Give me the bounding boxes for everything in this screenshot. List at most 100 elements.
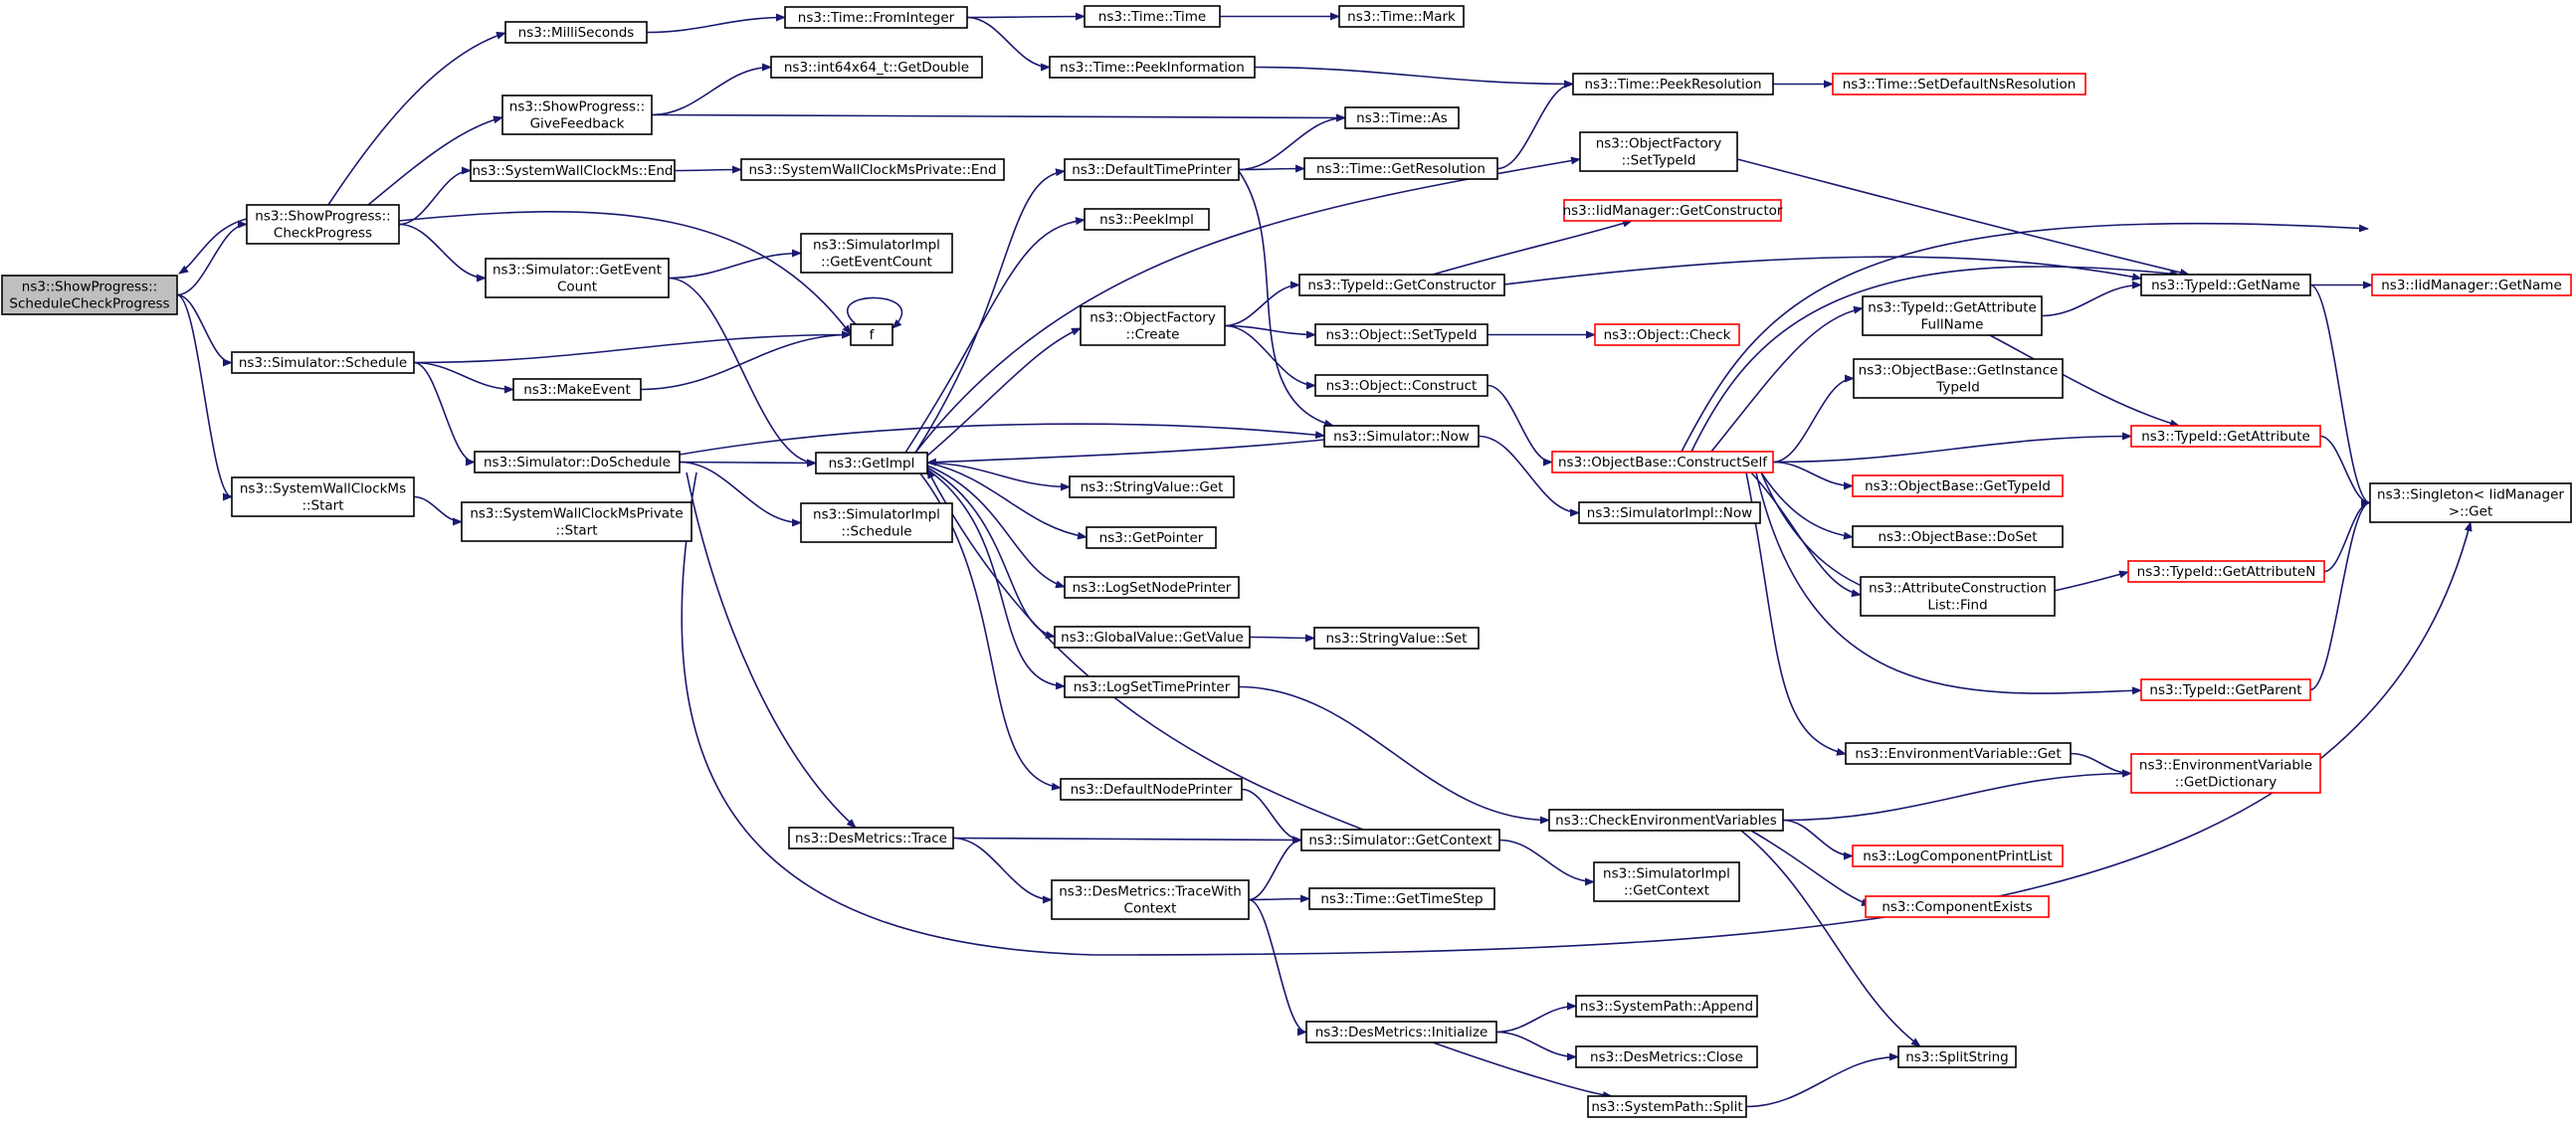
node-time_getresolution[interactable]: ns3::Time::GetResolution (1303, 157, 1498, 180)
node-typeid_getattributen[interactable]: ns3::TypeId::GetAttributeN (2127, 560, 2325, 583)
edge-constructself-to-singleton_get (1681, 222, 2369, 453)
node-typeid_getattribute[interactable]: ns3::TypeId::GetAttribute (2130, 425, 2321, 448)
node-object_settypeid[interactable]: ns3::Object::SetTypeId (1314, 323, 1488, 346)
node-gettimestep[interactable]: ns3::Time::GetTimeStep (1308, 887, 1495, 910)
node-systempath_split[interactable]: ns3::SystemPath::Split (1587, 1095, 1747, 1118)
node-getdouble[interactable]: ns3::int64x64_t::GetDouble (770, 56, 983, 79)
node-object_construct[interactable]: ns3::Object::Construct (1314, 374, 1488, 397)
node-defaultnodeprinter[interactable]: ns3::DefaultNodePrinter (1060, 778, 1243, 801)
node-stringvalue_get[interactable]: ns3::StringValue::Get (1069, 475, 1235, 498)
node-peekresolution[interactable]: ns3::Time::PeekResolution (1572, 73, 1774, 95)
node-box (1852, 525, 2064, 548)
node-typeid_getparent[interactable]: ns3::TypeId::GetParent (2140, 678, 2311, 701)
node-desmetrics_initialize[interactable]: ns3::DesMetrics::Initialize (1305, 1021, 1497, 1043)
node-globalvalue_getvalue[interactable]: ns3::GlobalValue::GetValue (1054, 626, 1251, 649)
edge-typeid_getconstructor-to-iidmanager_getconstructor (1432, 219, 1633, 276)
edge-desmetrics_initialize-to-systempath_split (1432, 1041, 1613, 1100)
node-doschedule[interactable]: ns3::Simulator::DoSchedule (474, 451, 681, 473)
node-envvar_getdictionary[interactable]: ns3::EnvironmentVariable::GetDictionary (2130, 753, 2321, 794)
node-getimpl[interactable]: ns3::GetImpl (815, 452, 928, 474)
edge-simulator_now-to-getimpl (926, 439, 1325, 467)
node-simimpl_getcontext[interactable]: ns3::SimulatorImpl::GetContext (1593, 861, 1740, 902)
node-checkenvvars[interactable]: ns3::CheckEnvironmentVariables (1548, 809, 1784, 832)
edge-getimpl-to-stringvalue_get (926, 462, 1071, 491)
edge-givefeedback-to-getdouble (651, 63, 772, 116)
node-box (485, 258, 670, 298)
node-componentexists[interactable]: ns3::ComponentExists (1865, 895, 2050, 918)
node-iidmanager_getconstructor[interactable]: ns3::IidManager::GetConstructor (1563, 199, 1783, 222)
node-swcmp_end[interactable]: ns3::SystemWallClockMsPrivate::End (740, 158, 1005, 181)
node-time_time[interactable]: ns3::Time::Time (1084, 5, 1221, 28)
edge-objectfactory_settypeid-to-typeid_getname (1736, 158, 2190, 277)
node-peekinformation[interactable]: ns3::Time::PeekInformation (1049, 56, 1256, 79)
node-box (1579, 131, 1738, 172)
node-box (1084, 208, 1210, 231)
node-swcmp_start[interactable]: ns3::SystemWallClockMsPrivate::Start (461, 501, 693, 542)
node-label: ns3::Simulator::Schedule (239, 355, 407, 371)
node-swcm_start[interactable]: ns3::SystemWallClockMs::Start (231, 476, 415, 517)
node-logsettimeprinter[interactable]: ns3::LogSetTimePrinter (1064, 675, 1240, 698)
node-box (1575, 995, 1758, 1018)
node-givefeedback[interactable]: ns3::ShowProgress::GiveFeedback (501, 94, 653, 135)
node-f[interactable]: f (850, 323, 893, 346)
node-typeid_getname[interactable]: ns3::TypeId::GetName (2140, 274, 2311, 296)
node-envvar_get[interactable]: ns3::EnvironmentVariable::Get (1845, 742, 2072, 765)
node-label: ns3::MakeEvent (523, 382, 631, 398)
node-objectfactory_create[interactable]: ns3::ObjectFactory::Create (1080, 305, 1226, 346)
node-label: ns3::Simulator::GetContext (1308, 833, 1491, 848)
node-box (1086, 526, 1217, 549)
node-desmetrics_close[interactable]: ns3::DesMetrics::Close (1575, 1045, 1758, 1068)
node-splitstring[interactable]: ns3::SplitString (1897, 1045, 2017, 1068)
node-desmetrics_trace[interactable]: ns3::DesMetrics::Trace (788, 827, 954, 849)
node-systempath_append[interactable]: ns3::SystemPath::Append (1575, 995, 1758, 1018)
node-typeid_getconstructor[interactable]: ns3::TypeId::GetConstructor (1298, 274, 1505, 296)
node-sim_schedule[interactable]: ns3::Simulator::Schedule (231, 351, 415, 374)
node-simulator_now[interactable]: ns3::Simulator::Now (1323, 425, 1480, 448)
node-logsetnodeprinter[interactable]: ns3::LogSetNodePrinter (1064, 576, 1240, 599)
node-stringvalue_set[interactable]: ns3::StringValue::Set (1313, 627, 1480, 650)
node-constructself[interactable]: ns3::ObjectBase::ConstructSelf (1551, 451, 1774, 473)
node-objectfactory_settypeid[interactable]: ns3::ObjectFactory::SetTypeId (1579, 131, 1738, 172)
node-label: ns3::int64x64_t::GetDouble (784, 60, 969, 76)
node-makeevent[interactable]: ns3::MakeEvent (512, 378, 642, 401)
node-label: ns3::Time::Mark (1347, 9, 1456, 25)
node-box (2371, 274, 2572, 296)
edge-sim_schedule-to-doschedule (413, 361, 476, 467)
edge-constructself-to-envvar_get (1745, 471, 1847, 756)
edge-defaulttimeprinter-to-time_getresolution (1238, 164, 1305, 173)
node-getpointer[interactable]: ns3::GetPointer (1086, 526, 1217, 549)
node-frominteger[interactable]: ns3::Time::FromInteger (784, 6, 968, 29)
node-geteventcount[interactable]: ns3::Simulator::GetEventCount (485, 258, 670, 298)
node-box (2369, 482, 2572, 523)
node-getcontext[interactable]: ns3::Simulator::GetContext (1300, 829, 1500, 851)
node-peekimpl[interactable]: ns3::PeekImpl (1084, 208, 1210, 231)
node-singleton_get[interactable]: ns3::Singleton< IidManager >::Get (2369, 482, 2572, 523)
node-object_check[interactable]: ns3::Object::Check (1594, 323, 1740, 346)
node-simimpl_geteventcount[interactable]: ns3::SimulatorImpl::GetEventCount (800, 233, 953, 274)
node-label: ns3::SimulatorImpl (813, 507, 940, 523)
node-objectbase_doset[interactable]: ns3::ObjectBase::DoSet (1852, 525, 2064, 548)
node-time_mark[interactable]: ns3::Time::Mark (1338, 5, 1465, 28)
node-box (1323, 425, 1480, 448)
node-logcomponentprintlist[interactable]: ns3::LogComponentPrintList (1852, 845, 2064, 867)
edge-checkenvvars-to-logcomponentprintlist (1782, 819, 1854, 860)
node-label: ns3::GetImpl (829, 456, 915, 471)
node-label: ns3::DesMetrics::TraceWith (1059, 884, 1242, 900)
node-iidmanager_getname[interactable]: ns3::IidManager::GetName (2371, 274, 2572, 296)
node-time_as[interactable]: ns3::Time::As (1344, 106, 1460, 129)
node-defaulttimeprinter[interactable]: ns3::DefaultTimePrinter (1064, 158, 1240, 181)
node-milliseconds[interactable]: ns3::MilliSeconds (504, 21, 648, 44)
node-checkprogress[interactable]: ns3::ShowProgress::CheckProgress (246, 204, 400, 245)
node-swcm_end[interactable]: ns3::SystemWallClockMs::End (470, 159, 676, 182)
edge-getimpl-to-peekimpl (904, 217, 1086, 454)
node-root[interactable]: ns3::ShowProgress::ScheduleCheckProgress (1, 275, 178, 315)
node-simimpl_schedule[interactable]: ns3::SimulatorImpl::Schedule (800, 502, 953, 543)
edge-checkprogress-to-milliseconds (327, 31, 506, 206)
node-objectbase_gettypeid[interactable]: ns3::ObjectBase::GetTypeId (1852, 474, 2064, 497)
node-setdefaultnsresolution[interactable]: ns3::Time::SetDefaultNsResolution (1832, 73, 2086, 95)
node-simimpl_now[interactable]: ns3::SimulatorImpl::Now (1578, 501, 1761, 524)
